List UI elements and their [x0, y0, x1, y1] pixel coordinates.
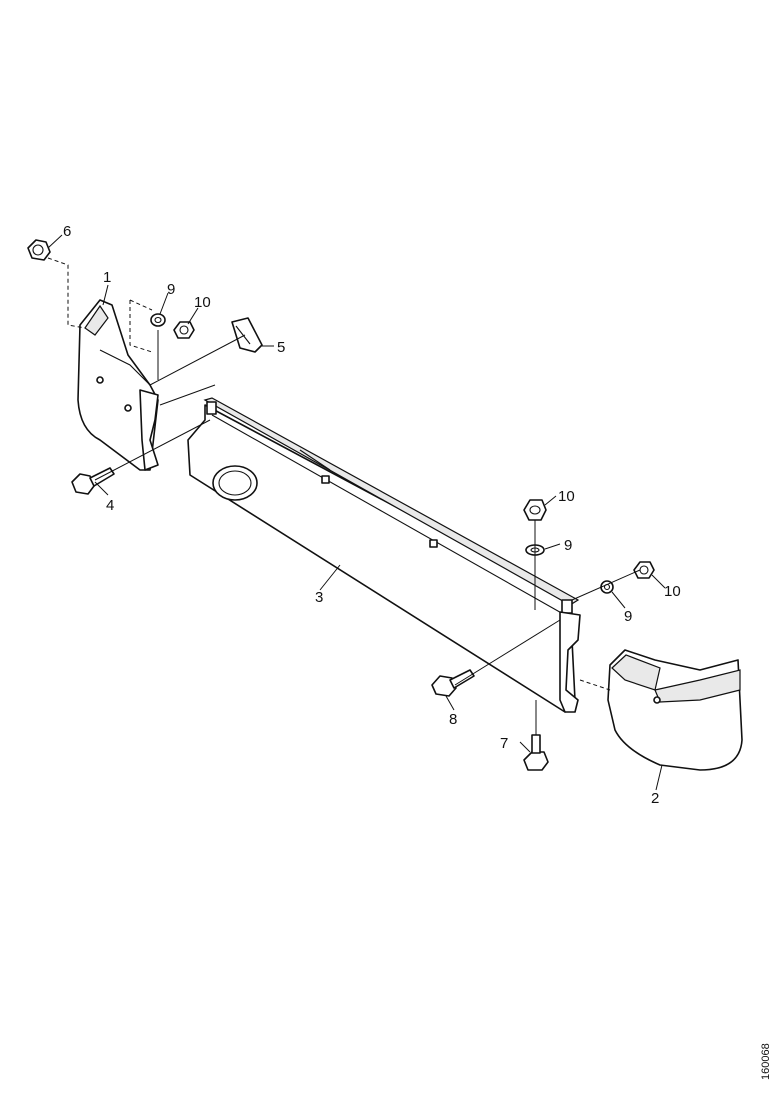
callout-9-center: 9	[564, 537, 572, 554]
right-end-cap	[607, 649, 743, 771]
bolt-8	[431, 669, 475, 697]
left-end-cap	[77, 299, 159, 471]
bumper-bar	[187, 397, 581, 713]
callout-labels: 1 2 3 4 5 6 7 8 9 9 9 10 10 10	[63, 223, 681, 807]
callout-2: 2	[651, 790, 659, 807]
bolt-7	[523, 734, 549, 771]
nut-10-right	[633, 561, 655, 579]
callout-9-left: 9	[167, 281, 175, 298]
callout-1: 1	[103, 269, 111, 286]
callout-9-right: 9	[624, 608, 632, 625]
assembly-lines	[47, 257, 641, 735]
callout-4: 4	[106, 497, 114, 514]
callout-10-left: 10	[194, 294, 211, 311]
mounting-bracket	[231, 317, 263, 353]
callout-6: 6	[63, 223, 71, 240]
callout-5: 5	[277, 339, 285, 356]
drawing-reference: 160068	[760, 1043, 772, 1080]
callout-10-right: 10	[664, 583, 681, 600]
nut-10-left	[173, 321, 195, 339]
bolt-4	[71, 467, 115, 495]
callout-leaders	[47, 234, 666, 791]
bolt-6	[27, 239, 51, 261]
callout-3: 3	[315, 589, 323, 606]
nut-10-center	[523, 499, 547, 521]
callout-8: 8	[449, 711, 457, 728]
washer-9-left	[150, 313, 166, 327]
callout-10-center: 10	[558, 488, 575, 505]
callout-7: 7	[500, 735, 508, 752]
